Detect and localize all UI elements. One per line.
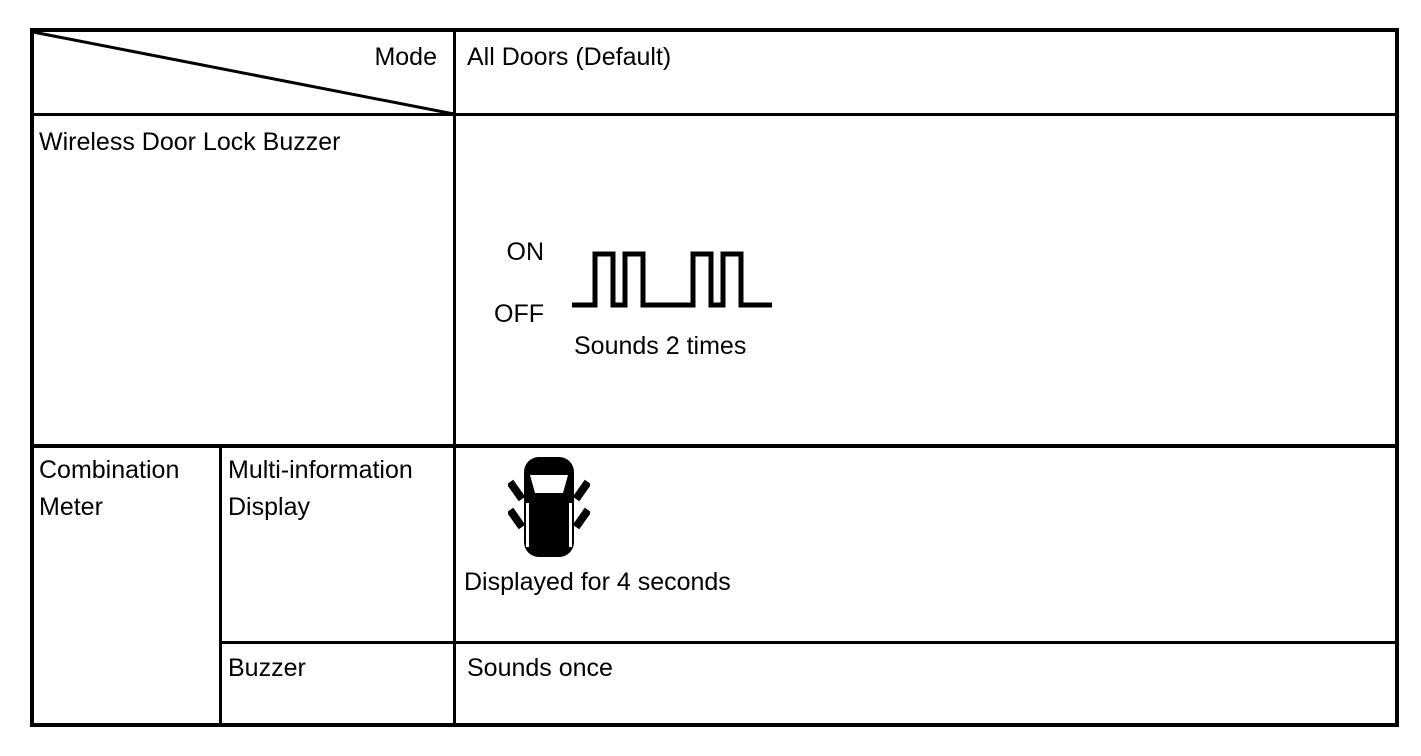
table-border-bottom <box>30 723 1399 727</box>
mode-value: All Doors (Default) <box>467 43 672 71</box>
row-divider-wireless <box>30 444 1399 448</box>
row-divider-buzzer <box>219 641 1399 644</box>
combination-meter-label: Combination Meter <box>39 456 180 521</box>
buzzer-label: Buzzer <box>228 654 306 682</box>
buzzer-waveform-icon <box>572 251 772 308</box>
table-border-left <box>30 28 34 727</box>
waveform-on-label: ON <box>506 238 545 266</box>
multi-information-display-label: Multi-information Display <box>228 456 413 521</box>
wireless-door-lock-buzzer-label: Wireless Door Lock Buzzer <box>39 128 341 156</box>
car-all-doors-open-icon <box>508 457 590 557</box>
column-divider-sub <box>219 444 222 727</box>
header-corner-diagonal <box>32 30 455 116</box>
table-border-top <box>30 28 1399 32</box>
waveform-off-label: OFF <box>494 300 544 328</box>
buzzer-value: Sounds once <box>467 654 613 682</box>
waveform-caption: Sounds 2 times <box>574 332 747 360</box>
table-border-right <box>1395 28 1399 727</box>
column-divider-main <box>453 28 456 727</box>
row-divider-header <box>30 113 1399 116</box>
multi-information-display-value: Displayed for 4 seconds <box>464 568 731 596</box>
mode-corner-label: Mode <box>374 43 437 71</box>
